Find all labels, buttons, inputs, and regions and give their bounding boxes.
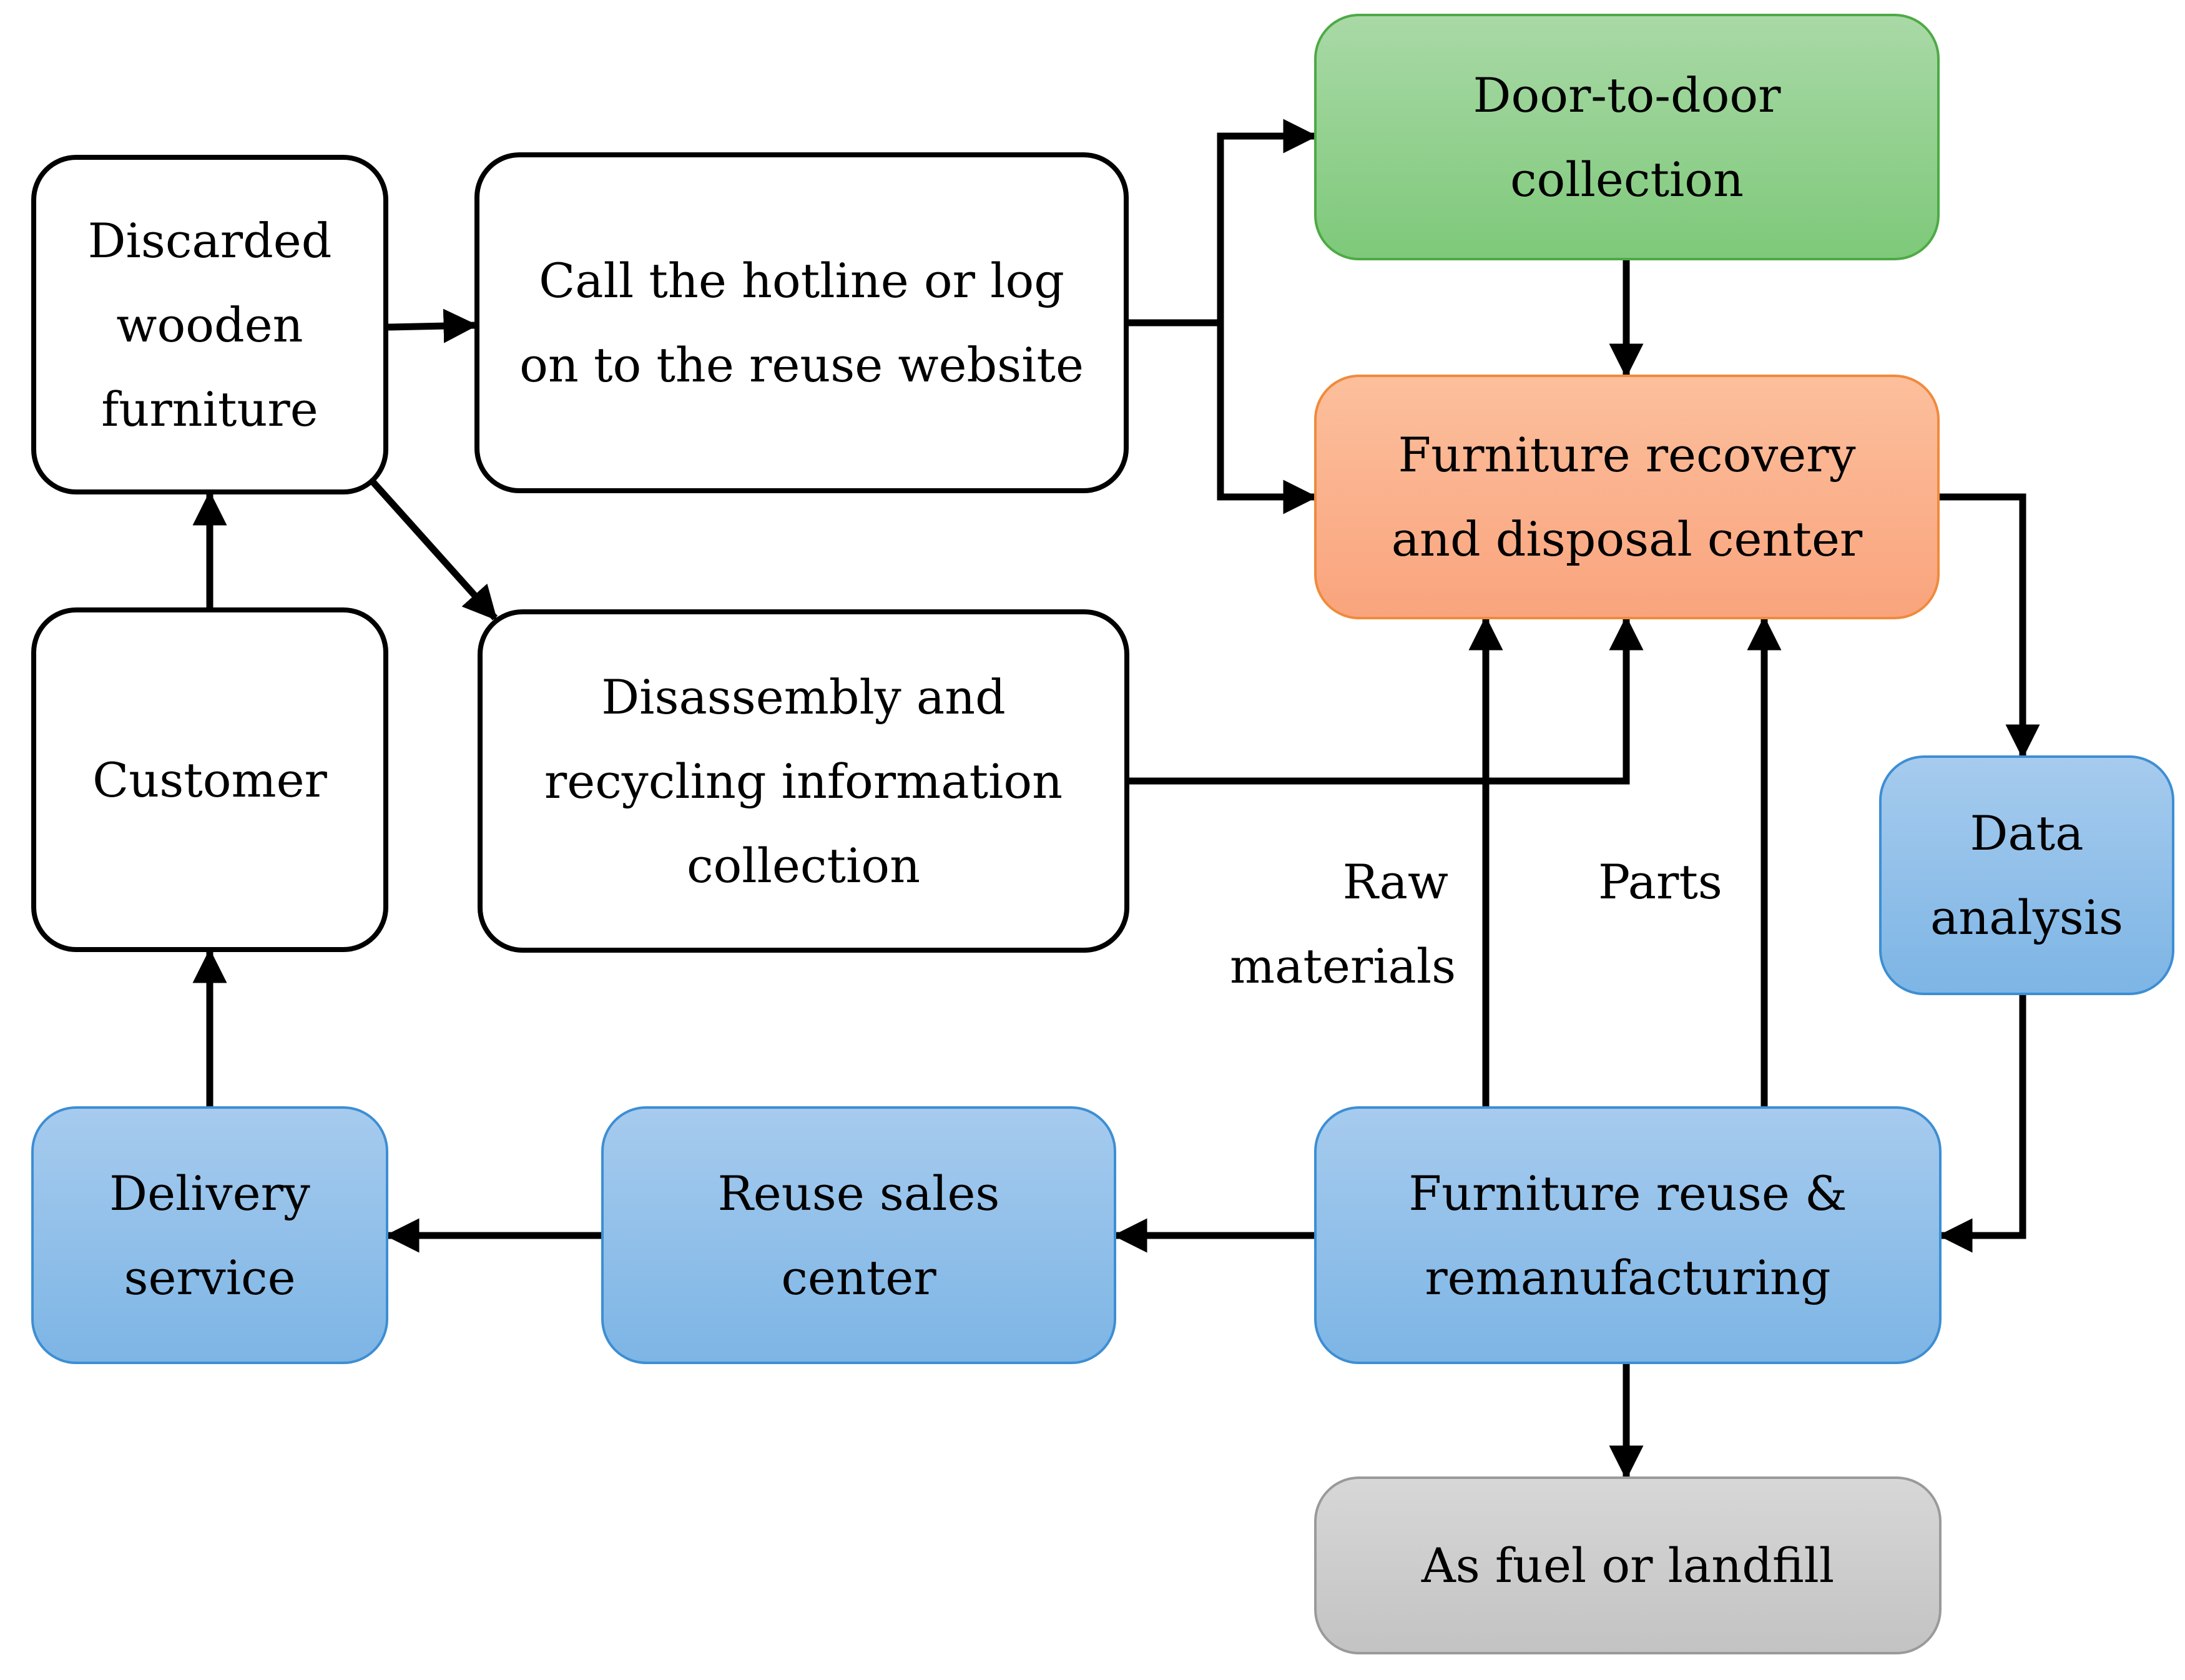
text-line: wooden (116, 297, 303, 353)
text-line: furniture (101, 381, 318, 437)
node-recovery-center: Furniture recovery and disposal center (1314, 375, 1940, 619)
node-discarded-furniture: Discarded wooden furniture (31, 155, 388, 494)
text-line: materials (1230, 938, 1456, 994)
edge-label-parts: Parts (1598, 840, 1722, 924)
arrow-recovery-to-data (1940, 493, 2040, 759)
text-line: on to the reuse website (519, 337, 1084, 393)
text-line: Call the hotline or log (539, 253, 1064, 308)
node-customer: Customer (31, 607, 388, 952)
text-line: Furniture recovery (1398, 427, 1856, 483)
node-reuse-remanufacturing: Furniture reuse & remanufacturing (1314, 1106, 1942, 1364)
text-line: Reuse sales (717, 1165, 1000, 1221)
text-line: remanufacturing (1425, 1249, 1831, 1305)
edge-label-raw-materials: Raw materials (1230, 840, 1456, 1008)
arrow-discarded-to-disassembly (366, 476, 498, 621)
arrow-disassembly-to-recovery (1129, 616, 1644, 785)
text-line: Furniture reuse & (1408, 1165, 1847, 1221)
arrow-hotline-to-recovery (1217, 323, 1318, 514)
arrow-discarded-to-hotline (388, 308, 478, 343)
node-door-to-door: Door-to-door collection (1314, 14, 1940, 260)
node-disassembly-info: Disassembly and recycling information coll… (478, 609, 1129, 953)
node-reuse-sales: Reuse sales center (601, 1106, 1116, 1364)
arrow-hotline-to-door (1129, 119, 1318, 327)
text-line: Raw (1342, 854, 1448, 910)
text-line: collection (1510, 151, 1744, 207)
text-line: As fuel or landfill (1421, 1538, 1835, 1593)
text-line: Parts (1598, 854, 1722, 910)
text-line: collection (686, 837, 921, 893)
text-line: service (124, 1249, 296, 1305)
text-line: and disposal center (1391, 511, 1863, 567)
node-hotline: Call the hotline or log on to the reuse w… (474, 152, 1129, 493)
text-line: Data (1970, 805, 2084, 861)
text-line: recycling information (544, 753, 1063, 809)
node-fuel-landfill: As fuel or landfill (1314, 1476, 1942, 1654)
text-line: Discarded (87, 212, 332, 268)
node-delivery-service: Delivery service (31, 1106, 388, 1364)
text-line: Delivery (109, 1165, 310, 1221)
arrow-data-to-reuse (1938, 995, 2026, 1253)
text-line: Door-to-door (1473, 67, 1781, 123)
node-data-analysis: Data analysis (1879, 755, 2174, 995)
text-line: Disassembly and (601, 669, 1006, 725)
text-line: Customer (92, 752, 327, 808)
text-line: center (781, 1249, 936, 1305)
text-line: analysis (1930, 890, 2124, 945)
